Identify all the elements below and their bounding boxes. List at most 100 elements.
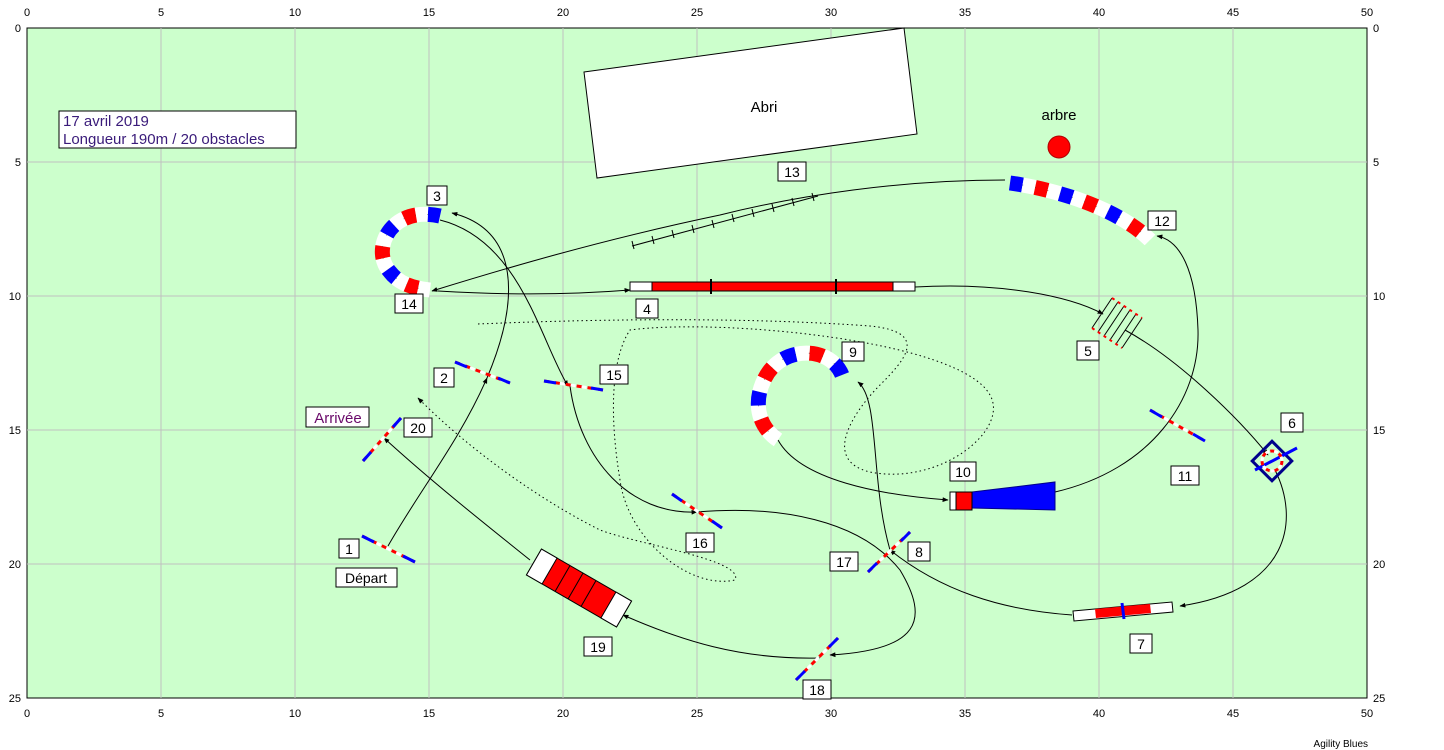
credit: Agility Blues [1314, 739, 1368, 750]
path-14-4 [437, 288, 631, 295]
svg-text:16: 16 [692, 535, 708, 551]
finish-label: Arrivée [314, 410, 362, 427]
long-jump-5 [1091, 297, 1143, 349]
path-4-5 [914, 285, 1104, 315]
svg-text:3: 3 [433, 188, 441, 204]
tunnel-segment [750, 345, 849, 447]
handler-path [419, 319, 994, 582]
x-tick: 30 [825, 7, 837, 19]
svg-text:15: 15 [606, 367, 622, 383]
seesaw-7 [1072, 601, 1174, 622]
course-info-box [58, 110, 297, 149]
curved-tunnel-12 [1008, 175, 1156, 246]
number-3: 3 [426, 185, 448, 206]
path-16-17 [696, 509, 916, 658]
tunnel-segment [374, 206, 442, 298]
number-14: 14 [394, 293, 424, 314]
shelter-label: Abri [751, 99, 778, 116]
x-tick: 20 [557, 7, 569, 19]
tunnel-19 [525, 548, 633, 628]
start-label: Départ [345, 570, 387, 586]
x-tick: 35 [959, 708, 971, 720]
dog-path [383, 179, 1287, 659]
svg-text:9: 9 [849, 344, 857, 360]
path-15-16 [569, 385, 698, 515]
y-tick: 0 [15, 23, 21, 35]
y-tick: 15 [9, 425, 21, 437]
svg-text:18: 18 [809, 682, 825, 698]
svg-text:13: 13 [784, 164, 800, 180]
course-date: 17 avril 2019 [63, 113, 149, 130]
jump-16 [671, 492, 723, 530]
path-10-11-12 [1054, 234, 1199, 493]
tree [1047, 135, 1071, 159]
number-20: 20 [403, 417, 433, 438]
tunnel-segment [750, 345, 849, 447]
y-tick: 10 [1373, 291, 1385, 303]
svg-text:6: 6 [1288, 415, 1296, 431]
path-3-4 [439, 219, 569, 387]
jump-11 [1149, 408, 1206, 443]
x-tick: 50 [1361, 708, 1373, 720]
weave-poles-13 [631, 192, 819, 250]
svg-text:20: 20 [410, 420, 426, 436]
course-info: 17 avril 2019 Longueur 190m / 20 obstacl… [58, 110, 297, 149]
x-axis-top: 0 5 10 15 20 25 30 35 40 45 50 [24, 7, 1373, 19]
svg-text:19: 19 [590, 639, 606, 655]
number-7: 7 [1129, 633, 1153, 654]
svg-text:4: 4 [643, 301, 651, 317]
svg-text:7: 7 [1137, 636, 1145, 652]
x-tick: 10 [289, 7, 301, 19]
path-7-8 [889, 549, 1073, 616]
svg-text:2: 2 [440, 370, 448, 386]
jump-18 [794, 636, 840, 682]
x-tick: 45 [1227, 708, 1239, 720]
x-tick: 40 [1093, 708, 1105, 720]
svg-text:12: 12 [1154, 213, 1170, 229]
handler-path-arrow [417, 397, 424, 404]
y-tick: 20 [1373, 559, 1385, 571]
curved-tunnel-3-14 [374, 206, 442, 298]
x-tick: 25 [691, 7, 703, 19]
number-16: 16 [685, 532, 715, 553]
number-17: 17 [829, 551, 859, 572]
tire-6 [1250, 439, 1298, 483]
tree-label: arbre [1041, 107, 1076, 124]
y-tick: 25 [9, 693, 21, 705]
x-tick: 0 [24, 7, 30, 19]
x-tick: 20 [557, 708, 569, 720]
number-8: 8 [907, 541, 931, 562]
number-19: 19 [583, 636, 613, 657]
number-13: 13 [777, 161, 807, 182]
tunnel-segment [374, 206, 442, 298]
shelter [583, 27, 918, 179]
x-tick: 30 [825, 708, 837, 720]
y-tick: 5 [1373, 157, 1379, 169]
x-tick: 5 [158, 708, 164, 720]
x-tick: 15 [423, 7, 435, 19]
jump-8 [866, 530, 912, 574]
number-9: 9 [841, 341, 865, 362]
curved-tunnel-9 [750, 345, 849, 447]
path-19-20 [383, 437, 531, 561]
number-4: 4 [635, 298, 659, 319]
path-9-10 [777, 439, 949, 502]
tunnel-segment [750, 345, 849, 447]
y-axis-left: 0 5 10 15 20 25 [9, 23, 21, 705]
tunnel-segment [1008, 175, 1156, 246]
number-6: 6 [1280, 412, 1304, 433]
jump-15 [543, 379, 604, 392]
y-tick: 25 [1373, 693, 1385, 705]
tunnel-segment [1008, 175, 1156, 246]
number-10: 10 [949, 461, 977, 482]
svg-text:8: 8 [915, 544, 923, 560]
x-tick: 5 [158, 7, 164, 19]
number-18: 18 [802, 679, 832, 700]
dog-walk-4 [629, 279, 916, 294]
path-8-9 [857, 381, 891, 551]
number-2: 2 [433, 367, 455, 388]
x-tick: 35 [959, 7, 971, 19]
svg-text:1: 1 [345, 541, 353, 557]
y-tick: 5 [15, 157, 21, 169]
